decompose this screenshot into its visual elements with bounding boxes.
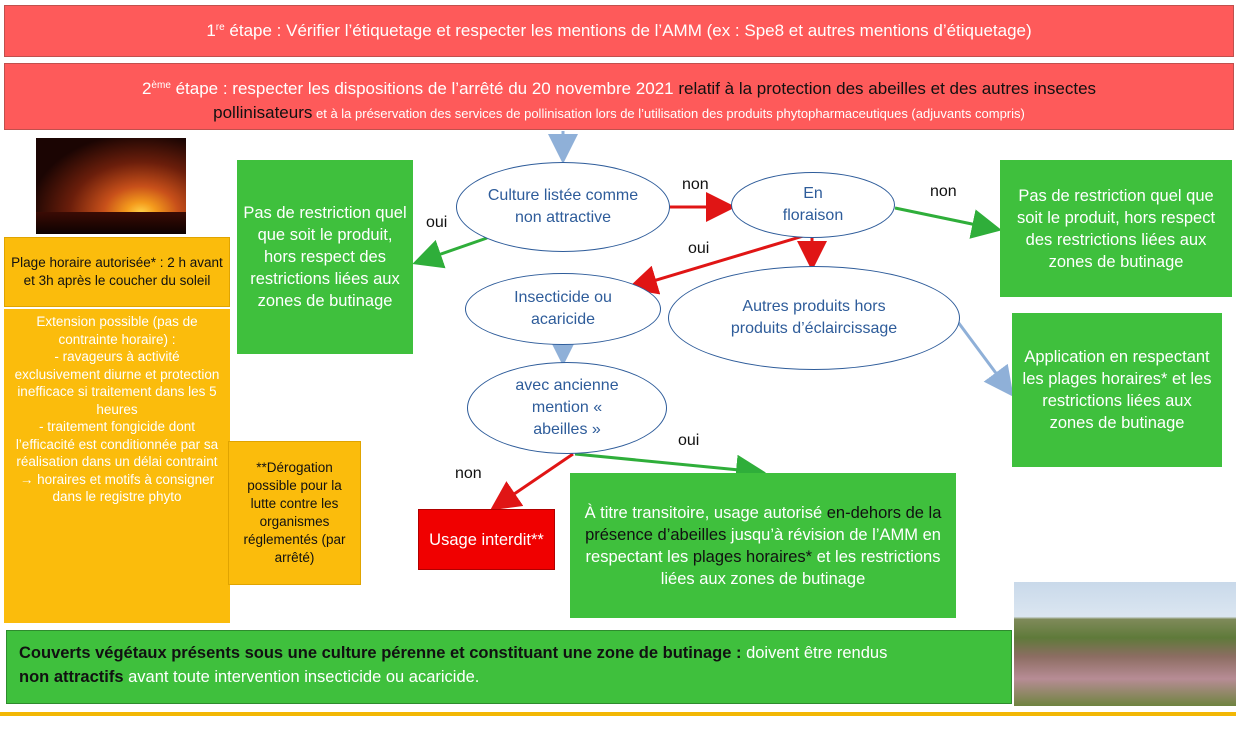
footer-line2: non attractifs avant toute intervention … [19, 668, 480, 686]
step2-line2: pollinisateurs et à la préservation des … [213, 103, 1025, 122]
extension-title: Extension possible (pas de contrainte ho… [36, 314, 198, 347]
no-restriction-left-box: Pas de restriction quel que soit le prod… [237, 160, 413, 354]
floraison-node: En floraison [731, 172, 895, 238]
arrow-culture-oui [412, 236, 488, 269]
no-restriction-right-box: Pas de restriction quel que soit le prod… [1000, 160, 1232, 297]
no-restriction-right-text: Pas de restriction quel que soit le prod… [1016, 186, 1216, 271]
floraison-text: En floraison [782, 185, 844, 224]
arrow-ancienne-oui [574, 452, 766, 485]
transitoire-box: À titre transitoire, usage autorisé en-d… [570, 473, 956, 618]
ancienne-node: avec ancienne mention « abeilles » [467, 362, 667, 454]
step2-banner: 2ème étape : respecter les dispositions … [4, 63, 1234, 130]
label-oui-culture: oui [426, 214, 448, 231]
step1-text: 1re étape : Vérifier l’étiquetage et res… [206, 21, 1032, 40]
culture-node: Culture listée comme non attractive [456, 162, 670, 252]
arrow-floraison-oui-left [627, 232, 811, 295]
transitoire-text: À titre transitoire, usage autorisé en-d… [584, 503, 942, 588]
insecticide-node: Insecticide ou acaricide [465, 273, 661, 345]
step1-banner: 1re étape : Vérifier l’étiquetage et res… [4, 5, 1234, 57]
autres-node: Autres produits hors produits d’éclairci… [668, 266, 960, 370]
plage-horaire-text: Plage horaire autorisée* : 2 h avant et … [11, 255, 223, 288]
vineyard-image [1014, 582, 1236, 706]
derogation-text: **Dérogation possible pour la lutte cont… [243, 460, 346, 565]
label-non-ancienne: non [455, 465, 482, 482]
label-oui-ancienne: oui [678, 432, 700, 449]
culture-text: Culture listée comme non attractive [487, 187, 639, 226]
extension-box: Extension possible (pas de contrainte ho… [4, 309, 230, 623]
step2-line1: 2ème étape : respecter les dispositions … [141, 79, 1097, 98]
extension-item-1: - ravageurs à activité exclusivement diu… [14, 349, 220, 417]
derogation-box: **Dérogation possible pour la lutte cont… [228, 441, 361, 585]
application-box: Application en respectant les plages hor… [1012, 313, 1222, 467]
arrow-floraison-non [894, 206, 1002, 239]
insecticide-text: Insecticide ou acaricide [514, 289, 612, 328]
arrow-autres-to-application [953, 317, 1014, 397]
footer-box: Couverts végétaux présents sous une cult… [6, 630, 1012, 704]
plage-horaire-box: Plage horaire autorisée* : 2 h avant et … [4, 237, 230, 307]
sunset-image [36, 138, 186, 234]
application-text: Application en respectant les plages hor… [1022, 348, 1212, 432]
usage-interdit-text: Usage interdit** [429, 530, 544, 549]
extension-item-3: → horaires et motifs à consigner dans le… [19, 471, 215, 505]
label-non-floraison: non [930, 183, 957, 200]
footer-line1: Couverts végétaux présents sous une cult… [19, 644, 888, 662]
label-oui-floraison: oui [688, 240, 710, 257]
arrow-ancienne-non [490, 452, 574, 511]
label-non-culture: non [682, 176, 709, 193]
usage-interdit-box: Usage interdit** [418, 509, 555, 570]
bottom-rule [0, 712, 1236, 716]
autres-text: Autres produits hors produits d’éclairci… [730, 298, 898, 337]
no-restriction-left-text: Pas de restriction quel que soit le prod… [243, 204, 407, 310]
extension-item-2: - traitement fongicide dont l’efficacité… [15, 419, 219, 469]
ancienne-text: avec ancienne mention « abeilles » [515, 377, 619, 438]
